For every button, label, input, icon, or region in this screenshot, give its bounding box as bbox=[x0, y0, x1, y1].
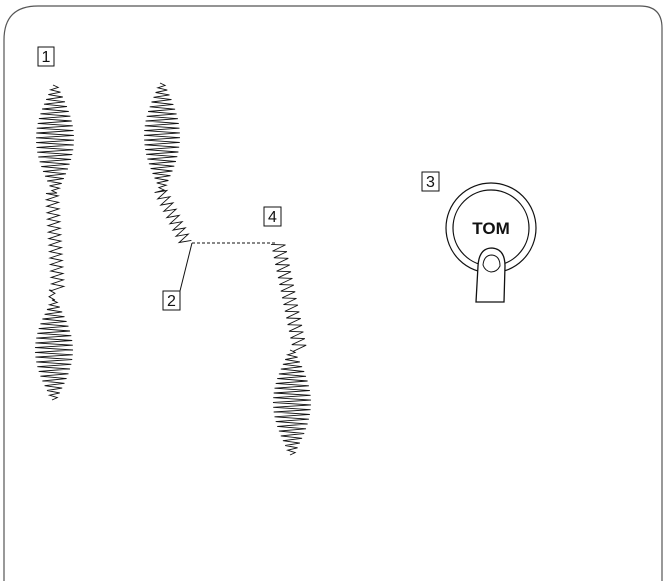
leader-line-2 bbox=[179, 242, 193, 292]
label-4-text: 4 bbox=[268, 209, 277, 226]
zigzag-stitch bbox=[143, 82, 192, 244]
stitch-sample-1 bbox=[34, 84, 75, 401]
label-box-2: 2 bbox=[162, 290, 181, 311]
label-3-text: 3 bbox=[426, 174, 435, 191]
tom-button[interactable]: TOM bbox=[445, 182, 537, 274]
tom-button-label: TOM bbox=[472, 219, 509, 238]
finger-icon bbox=[475, 247, 506, 303]
stitch-sample-2-left bbox=[143, 82, 192, 244]
label-2-text: 2 bbox=[167, 293, 176, 310]
zigzag-stitch bbox=[34, 84, 75, 401]
label-1-text: 1 bbox=[42, 49, 51, 66]
zigzag-stitch bbox=[271, 243, 312, 456]
label-box-3: 3 bbox=[421, 171, 440, 192]
stitch-sample-2-right bbox=[271, 243, 312, 456]
label-box-4: 4 bbox=[263, 206, 282, 227]
panel-frame bbox=[3, 5, 663, 581]
label-box-1: 1 bbox=[37, 46, 55, 67]
